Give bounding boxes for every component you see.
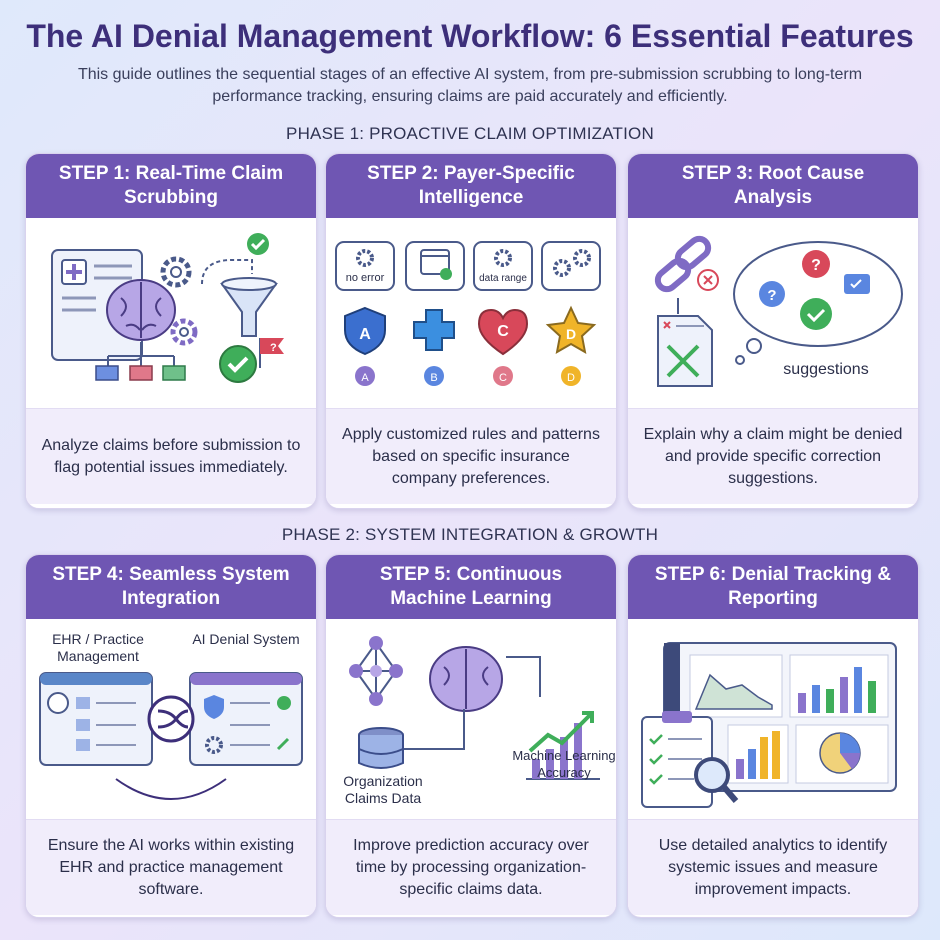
calendar-icon xyxy=(405,241,465,291)
repair-document-icon xyxy=(657,315,713,387)
step-5-illustration: Organization Claims Data Machine Learnin… xyxy=(326,619,616,819)
svg-text:C: C xyxy=(499,372,507,384)
step-5-card: STEP 5: Continuous Machine Learning xyxy=(325,554,617,918)
cross-b-icon xyxy=(413,309,455,351)
claim-scrubbing-illustration: ? xyxy=(51,233,284,383)
ai-window xyxy=(189,672,303,766)
step-6-card: STEP 6: Denial Tracking & Reporting xyxy=(627,554,919,918)
bubble-no-error-text: no error xyxy=(346,272,385,284)
step-4-description: Ensure the AI works within existing EHR … xyxy=(26,819,316,915)
bubble-data-range-text: data range xyxy=(479,273,527,284)
star-d-icon: D xyxy=(545,305,597,354)
bubble-data-range: data range xyxy=(473,241,533,291)
step-1-title: STEP 1: Real-Time Claim Scrubbing xyxy=(26,154,316,218)
heart-c-icon: C xyxy=(477,308,529,356)
flag-icon: ? xyxy=(259,338,284,368)
step-2-description: Apply customized rules and patterns base… xyxy=(326,408,616,504)
thought-cloud xyxy=(733,241,903,365)
shield-a-icon: A xyxy=(344,306,386,356)
phase-2-label: PHASE 2: SYSTEM INTEGRATION & GROWTH xyxy=(281,525,659,544)
step-3-title: STEP 3: Root Cause Analysis xyxy=(628,154,918,218)
step-3-illustration: ? ? suggestions xyxy=(628,218,918,408)
ehr-window xyxy=(39,672,153,766)
gear-icon xyxy=(160,256,198,346)
gears-icon xyxy=(541,241,601,291)
page-subtitle: This guide outlines the sequential stage… xyxy=(77,66,863,105)
growth-chart-icon xyxy=(526,711,600,780)
step-5-title: STEP 5: Continuous Machine Learning xyxy=(326,555,616,619)
step-1-card: STEP 1: Real-Time Claim Scrubbing xyxy=(25,153,317,509)
step-6-illustration xyxy=(628,619,918,819)
check-icon xyxy=(800,298,832,330)
bubble-no-error: no error xyxy=(335,241,395,291)
check-icon xyxy=(219,233,269,383)
ehr-label: EHR / Practice Management xyxy=(52,631,144,664)
root-cause-illustration: ? ? suggestions xyxy=(654,235,903,387)
svg-text:B: B xyxy=(430,372,437,384)
step-3-card: STEP 3: Root Cause Analysis xyxy=(627,153,919,509)
phase-1-label: PHASE 1: PROACTIVE CLAIM OPTIMIZATION xyxy=(286,124,654,143)
output-boxes xyxy=(95,342,186,381)
magnifier-icon xyxy=(694,757,739,803)
integration-illustration xyxy=(39,672,303,800)
svg-text:D: D xyxy=(566,326,576,342)
svg-text:D: D xyxy=(567,372,575,384)
letter-circles: A B C D xyxy=(355,366,581,386)
brain-icon xyxy=(106,279,176,341)
svg-text:A: A xyxy=(361,372,369,384)
step-2-title: STEP 2: Payer-Specific Intelligence xyxy=(326,154,616,218)
shuffle-icon xyxy=(147,695,195,743)
svg-text:C: C xyxy=(497,323,509,340)
svg-text:?: ? xyxy=(767,287,776,304)
dashboard-window xyxy=(663,642,897,792)
flow-arrow xyxy=(201,259,253,285)
step-5-description: Improve prediction accuracy over time by… xyxy=(326,819,616,915)
feedback-arrow xyxy=(506,656,541,697)
svg-text:A: A xyxy=(359,326,371,343)
step-4-title: STEP 4: Seamless System Integration xyxy=(26,555,316,619)
data-flow-arrow xyxy=(404,709,465,750)
step-2-card: STEP 2: Payer-Specific Intelligence no e… xyxy=(325,153,617,509)
ai-system-label: AI Denial System xyxy=(192,631,300,647)
step-1-description: Analyze claims before submission to flag… xyxy=(26,408,316,504)
accuracy-label: Machine Learning Accuracy xyxy=(512,748,616,780)
step-6-description: Use detailed analytics to identify syste… xyxy=(628,819,918,915)
brain-icon xyxy=(429,646,503,712)
flag-question-text: ? xyxy=(270,342,277,354)
step-3-description: Explain why a claim might be denied and … xyxy=(628,408,918,504)
step-1-illustration: ? xyxy=(26,218,316,408)
reporting-illustration xyxy=(641,642,897,808)
network-icon xyxy=(349,636,403,706)
machine-learning-illustration xyxy=(349,636,600,780)
payer-intelligence-illustration: no error data range A xyxy=(335,241,601,386)
clipboard-icon xyxy=(641,711,713,808)
claims-data-label: Organization Claims Data xyxy=(343,773,423,806)
broken-link-icon xyxy=(654,235,719,293)
step-6-title: STEP 6: Denial Tracking & Reporting xyxy=(628,555,918,619)
page-title: The AI Denial Management Workflow: 6 Ess… xyxy=(26,18,914,54)
svg-text:?: ? xyxy=(811,257,821,274)
sync-arrow xyxy=(115,778,227,800)
question-bubbles: ? ? xyxy=(759,250,830,307)
database-icon xyxy=(358,727,404,769)
suggestions-text: suggestions xyxy=(783,361,868,378)
chat-check-icon xyxy=(844,274,870,294)
step-4-illustration: EHR / Practice Management AI Denial Syst… xyxy=(26,619,316,819)
funnel-icon xyxy=(220,277,278,337)
step-2-illustration: no error data range A xyxy=(326,218,616,408)
step-4-card: STEP 4: Seamless System Integration EHR … xyxy=(25,554,317,918)
